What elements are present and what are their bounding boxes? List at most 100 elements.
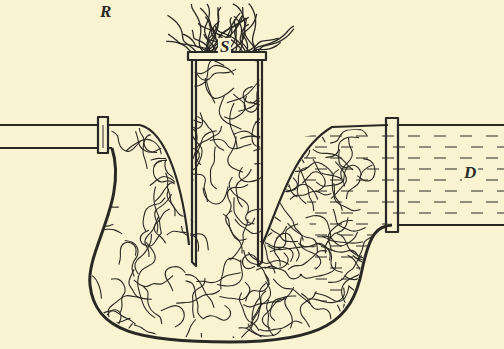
- water-line: [460, 246, 472, 247]
- hair-strand: [176, 148, 194, 181]
- hair-strand: [136, 76, 145, 121]
- water-line: [471, 301, 483, 302]
- hair-strand: [295, 162, 334, 175]
- water-line: [497, 191, 504, 192]
- water-line: [471, 213, 483, 214]
- water-line: [460, 312, 472, 313]
- hair-strand: [155, 194, 172, 233]
- part-letter: S: [218, 38, 231, 55]
- hair-strand: [108, 51, 150, 66]
- water-line: [497, 213, 504, 214]
- water-line: [408, 136, 420, 137]
- water-line: [367, 169, 379, 170]
- hair-strand: [89, 34, 121, 65]
- water-line: [497, 323, 504, 324]
- water-line: [460, 202, 472, 203]
- water-line: [315, 235, 327, 236]
- hair-strand: [296, 41, 323, 75]
- hair-strand: [248, 252, 289, 264]
- water-line: [445, 279, 457, 280]
- water-line: [408, 180, 420, 181]
- hair-strand: [309, 70, 318, 113]
- water-line: [419, 147, 431, 148]
- water-line: [304, 312, 316, 313]
- water-line: [382, 268, 394, 269]
- water-line: [497, 279, 504, 280]
- hair-strand: [185, 275, 214, 308]
- hair-strand: [59, 142, 97, 166]
- water-line: [497, 235, 504, 236]
- water-line: [408, 202, 420, 203]
- hair-strand: [234, 197, 255, 225]
- hair-strand: [167, 231, 199, 251]
- water-line: [382, 158, 394, 159]
- hair-strand: [165, 267, 185, 292]
- water-line: [408, 158, 420, 159]
- hair-strand: [325, 137, 359, 158]
- water-line: [445, 301, 457, 302]
- hair-strand: [83, 322, 93, 349]
- hair-strand: [324, 87, 355, 109]
- hair-strand: [135, 87, 159, 122]
- hair-strand: [224, 94, 245, 119]
- water-line: [471, 147, 483, 148]
- water-line: [304, 224, 316, 225]
- water-line: [434, 246, 446, 247]
- water-line: [419, 279, 431, 280]
- hair-strand: [236, 169, 251, 207]
- hair-strand: [299, 75, 336, 87]
- hair-strand: [210, 147, 216, 189]
- water-line: [434, 268, 446, 269]
- hair-strand: [230, 219, 248, 260]
- water-line: [367, 301, 379, 302]
- hair-strand: [260, 241, 293, 261]
- water-line: [419, 323, 431, 324]
- water-line: [304, 290, 316, 291]
- water-line: [419, 257, 431, 258]
- water-line: [393, 235, 405, 236]
- hair-strand: [335, 66, 356, 104]
- hair-strand: [298, 40, 318, 70]
- hair-strand: [110, 68, 121, 105]
- hair-strand: [306, 216, 331, 243]
- water-line: [408, 290, 420, 291]
- water-line: [486, 136, 498, 137]
- hair-strand: [300, 237, 320, 269]
- hair-strand: [228, 136, 243, 172]
- hair-strand: [92, 62, 109, 84]
- hair-strand: [87, 60, 123, 73]
- water-line: [497, 301, 504, 302]
- hair-strand: [111, 279, 125, 313]
- hair-strand: [342, 273, 368, 303]
- hair-strand: [221, 258, 242, 289]
- hair-strand: [317, 237, 363, 243]
- water-line: [460, 290, 472, 291]
- hair-strand: [94, 177, 109, 216]
- hair-strand: [346, 165, 372, 199]
- hair-strand: [251, 283, 266, 324]
- water-line: [367, 323, 379, 324]
- hair-strand: [143, 286, 162, 324]
- water-line: [445, 235, 457, 236]
- water-line: [434, 180, 446, 181]
- hair-strand: [353, 64, 379, 80]
- hair-strand: [314, 80, 340, 109]
- water-line: [471, 257, 483, 258]
- water-line: [434, 312, 446, 313]
- water-line: [330, 180, 342, 181]
- hair-strand: [315, 82, 342, 105]
- water-line: [367, 257, 379, 258]
- water-line: [419, 213, 431, 214]
- water-line: [304, 268, 316, 269]
- hair-strand: [168, 15, 200, 56]
- hair-strand: [325, 217, 348, 253]
- water-line: [393, 323, 405, 324]
- hair-strand: [306, 112, 324, 133]
- water-line: [356, 224, 368, 225]
- part-letter: R: [98, 3, 113, 20]
- hair-strand: [166, 173, 176, 216]
- hair-strand: [269, 85, 311, 91]
- hair-strand: [239, 328, 282, 336]
- water-line: [486, 180, 498, 181]
- hair-strand: [176, 290, 220, 303]
